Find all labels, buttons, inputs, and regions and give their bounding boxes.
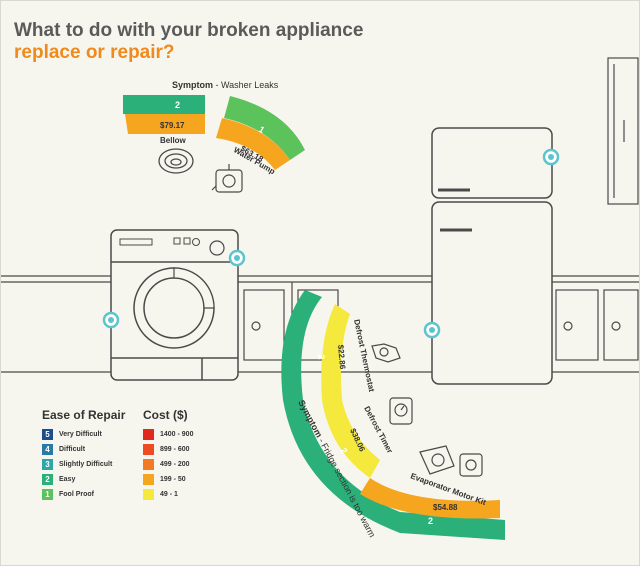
- fridge-ease-band: [281, 290, 505, 540]
- fridge-part-2-ease: 2: [338, 446, 349, 455]
- washer-part-2-ease: 1: [257, 124, 266, 135]
- fridge-part-1-cost: $22.86: [336, 344, 347, 370]
- washer-symptom-desc: Washer Leaks: [221, 80, 279, 90]
- ease-legend-item-4: 4 Difficult: [42, 443, 85, 456]
- cost-legend-title: Cost ($): [143, 408, 188, 422]
- ease-legend-item-1: 1 Fool Proof: [42, 488, 94, 501]
- water-pump-icon: [211, 164, 243, 193]
- fridge-cost-band-2: [360, 478, 500, 519]
- fridge-cost-band-1: [321, 304, 380, 478]
- washer-cost-band-1: [125, 114, 205, 134]
- fridge-part-1-name: Defrost Thermostat: [352, 319, 376, 393]
- cost-legend-item-4: 199 - 50: [143, 473, 186, 486]
- washer-ease-band-2: [224, 96, 305, 160]
- fridge-part-3-ease: 2: [428, 516, 433, 526]
- cost-legend-item-1: 1400 - 900: [143, 428, 193, 441]
- washer-part-1-cost: $79.17: [160, 121, 185, 130]
- bellow-icon: [158, 148, 194, 174]
- page-subtitle: replace or repair?: [14, 42, 175, 63]
- ease-legend-title: Ease of Repair: [42, 408, 126, 422]
- hotspot-markers: [102, 148, 560, 339]
- cost-legend-item-5: 49 - 1: [143, 488, 178, 501]
- fridge-part-1-ease: 2: [316, 354, 327, 361]
- evaporator-motor-icon: [419, 445, 483, 477]
- washer-symptom-label: Symptom: [172, 80, 213, 90]
- washer-part-1-name: Bellow: [160, 136, 187, 145]
- washer-ease-band-1: [123, 95, 205, 114]
- defrost-thermostat-icon: [371, 343, 401, 363]
- defrost-timer-icon: [389, 397, 413, 425]
- cost-legend-item-3: 499 - 200: [143, 458, 190, 471]
- page-title: What to do with your broken appliance: [14, 20, 364, 41]
- refrigerator: [431, 127, 553, 385]
- ease-legend-item-2: 2 Easy: [42, 473, 75, 486]
- washing-machine: [110, 229, 239, 381]
- washer-cost-band-2: [216, 118, 290, 170]
- fridge-part-3-cost: $54.88: [433, 503, 458, 512]
- washer-part-1-ease: 2: [175, 100, 180, 110]
- ease-legend-item-5: 5 Very Difficult: [42, 428, 102, 441]
- cost-legend-item-2: 899 - 600: [143, 443, 190, 456]
- svg-text:Symptom - Washer Leaks: Symptom - Washer Leaks: [172, 80, 279, 90]
- washer-symptom-fan: Symptom - Washer Leaks 2 1 $79.17 $63.18…: [123, 80, 305, 193]
- ease-legend-item-3: 3 Slightly Difficult: [42, 458, 112, 471]
